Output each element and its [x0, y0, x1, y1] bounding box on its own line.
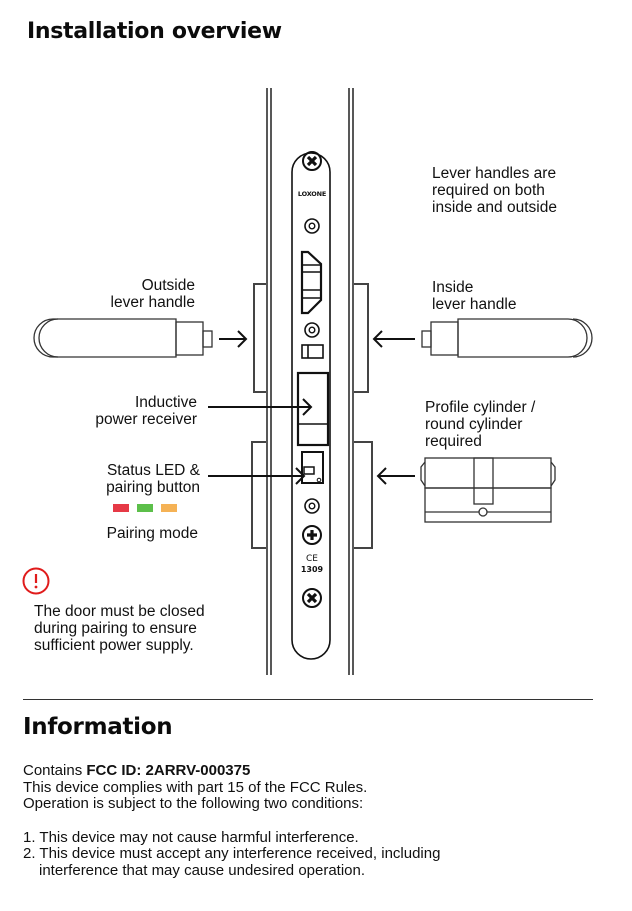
installation-diagram — [33, 88, 593, 675]
warning-line: The door must be closed — [34, 603, 205, 620]
fcc-prefix: Contains — [23, 762, 87, 779]
arrow-outside-lever — [219, 330, 248, 348]
ce-mark: CE — [306, 554, 318, 564]
arrow-status-led — [208, 467, 306, 485]
spindle-ring-icon — [304, 218, 320, 234]
label-lever-required: Lever handles are required on both insid… — [432, 165, 557, 216]
door-edge — [266, 88, 354, 675]
label-status-led: Status LED & pairing button — [106, 462, 200, 496]
label-line: Outside — [141, 277, 195, 294]
warning-line: sufficient power supply. — [34, 637, 194, 654]
led-swatch-green — [137, 504, 153, 512]
ce-number: 1309 — [300, 565, 324, 574]
label-outside-lever: Outside lever handle — [111, 277, 195, 311]
label-line: Lever handles are — [432, 165, 557, 182]
label-inside-lever: Inside lever handle — [432, 279, 516, 313]
screw-bottom-icon — [302, 588, 322, 608]
led-swatch-orange — [161, 504, 177, 512]
information-title: Information — [23, 714, 173, 740]
screw-plus-icon — [302, 525, 322, 545]
condition-continuation: interference that may cause undesired op… — [39, 861, 366, 879]
label-line: lever handle — [110, 294, 195, 311]
page-title: Installation overview — [27, 19, 282, 44]
condition-item: 1. This device may not cause harmful int… — [23, 828, 359, 846]
status-led-box — [301, 451, 324, 484]
label-line: Inside — [432, 279, 474, 296]
information-body: Contains FCC ID: 2ARRV-000375 This devic… — [23, 762, 441, 879]
faceplate-brand: LOXONE — [297, 190, 327, 198]
fcc-line: Contains FCC ID: 2ARRV-000375 — [23, 762, 440, 780]
deadlock-bolt — [301, 344, 324, 359]
fcc-id: FCC ID: 2ARRV-000375 — [86, 762, 251, 779]
label-line: required on both — [432, 182, 545, 199]
warning-line: during pairing to ensure — [34, 620, 197, 637]
label-line: Status LED & — [106, 462, 200, 479]
arrow-cylinder — [376, 467, 415, 485]
condition-item: 2. This device must accept any interfere… — [23, 845, 441, 862]
label-line: inside and outside — [432, 199, 557, 216]
inductive-receiver-box — [296, 371, 330, 447]
info-line: Operation is subject to the following tw… — [23, 795, 364, 812]
label-cylinder: Profile cylinder / round cylinder requir… — [425, 399, 535, 450]
info-line: This device complies with part 15 of the… — [23, 778, 368, 796]
profile-cylinder — [420, 457, 556, 523]
label-pairing-mode: Pairing mode — [106, 525, 198, 542]
outside-lever-handle — [33, 318, 213, 358]
arrow-inside-lever — [372, 330, 415, 348]
label-line: Inductive — [134, 394, 197, 411]
rosette-plates — [251, 283, 373, 549]
lock-faceplate — [291, 152, 331, 660]
label-line: round cylinder — [425, 416, 523, 433]
section-divider — [23, 699, 593, 700]
inside-lever-handle — [421, 318, 593, 358]
label-inductive: Inductive power receiver — [95, 394, 197, 428]
warning-text: The door must be closed during pairing t… — [34, 603, 205, 654]
label-line: power receiver — [95, 411, 197, 428]
arrows — [208, 330, 415, 485]
exclamation-circle-icon — [22, 567, 50, 595]
latch-bolt — [300, 250, 323, 315]
label-line: lever handle — [432, 296, 517, 313]
ring-icon-lower — [304, 498, 320, 514]
arrow-inductive — [208, 398, 313, 416]
cylinder-ring-icon — [304, 322, 320, 338]
label-line: required — [425, 433, 482, 450]
screw-top-icon — [302, 151, 322, 171]
led-swatch-red — [113, 504, 129, 512]
label-line: Profile cylinder / — [425, 399, 536, 416]
label-line: pairing button — [106, 479, 200, 496]
